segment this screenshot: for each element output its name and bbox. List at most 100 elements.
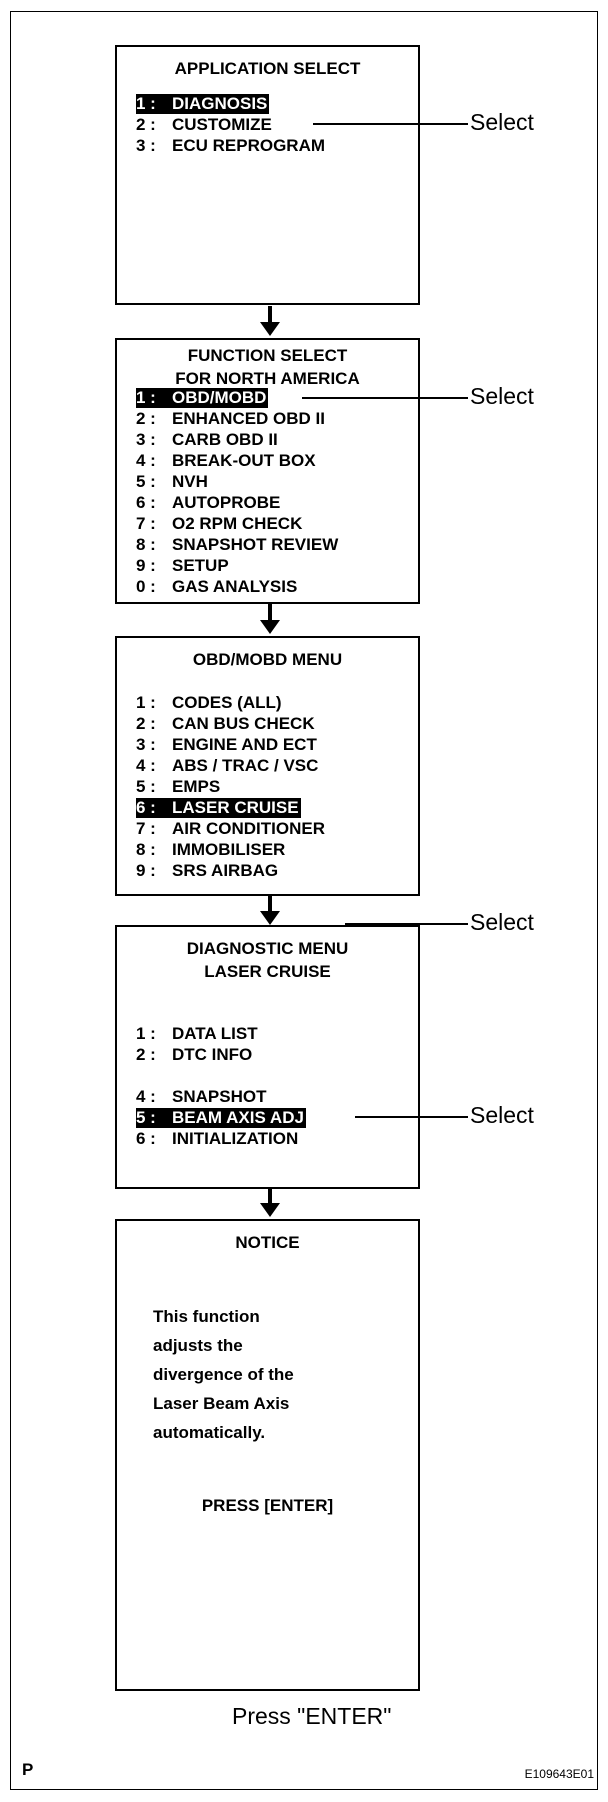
menu-item-immobiliser[interactable]: 8 : IMMOBILISER xyxy=(136,840,285,860)
item-label: DATA LIST xyxy=(172,1024,258,1043)
screen-subtitle: LASER CRUISE xyxy=(204,962,331,981)
select-callout: Select xyxy=(470,909,534,935)
down-arrow-icon xyxy=(260,1187,280,1217)
menu-item-snapshot-review[interactable]: 8 : SNAPSHOT REVIEW xyxy=(136,535,338,555)
menu-item-air-conditioner[interactable]: 7 : AIR CONDITIONER xyxy=(136,819,325,839)
notice-line: Laser Beam Axis xyxy=(153,1394,290,1413)
menu-item-emps[interactable]: 5 : EMPS xyxy=(136,777,220,797)
menu-item-break-out-box[interactable]: 4 : BREAK-OUT BOX xyxy=(136,451,316,471)
figure-id: E109643E01 xyxy=(524,1767,594,1781)
screen-title: FUNCTION SELECT xyxy=(187,346,348,365)
item-number: 1 : xyxy=(136,388,156,407)
item-number: 2 : xyxy=(136,1045,156,1064)
item-number: 5 : xyxy=(136,472,156,491)
item-number: 9 : xyxy=(136,861,156,880)
item-number: 9 : xyxy=(136,556,156,575)
menu-item-nvh[interactable]: 5 : NVH xyxy=(136,472,208,492)
menu-item-snapshot[interactable]: 4 :SNAPSHOT xyxy=(136,1087,266,1107)
item-label: CUSTOMIZE xyxy=(172,115,272,134)
item-label: BEAM AXIS ADJ xyxy=(172,1108,304,1127)
menu-item-ecu-reprogram[interactable]: 3 : ECU REPROGRAM xyxy=(136,136,325,156)
menu-item-obd-mobd[interactable]: 1 : OBD/MOBD xyxy=(136,388,269,408)
menu-item-diagnosis[interactable]: 1 : DIAGNOSIS xyxy=(136,94,270,114)
item-label: AUTOPROBE xyxy=(172,493,281,512)
item-label: GAS ANALYSIS xyxy=(172,577,298,596)
menu-item-data-list[interactable]: 1 :DATA LIST xyxy=(136,1024,258,1044)
item-number: 1 : xyxy=(136,94,156,113)
press-enter-prompt[interactable]: PRESS [ENTER] xyxy=(201,1496,334,1515)
notice-screen: NOTICE This function adjusts the diverge… xyxy=(115,1219,420,1691)
item-number: 5 : xyxy=(136,777,156,796)
screen-subtitle: FOR NORTH AMERICA xyxy=(175,369,360,388)
menu-item-carb-obd[interactable]: 3 : CARB OBD II xyxy=(136,430,278,450)
menu-item-beam-axis-adj[interactable]: 5 :BEAM AXIS ADJ xyxy=(136,1108,306,1128)
item-number: 3 : xyxy=(136,735,156,754)
item-label: NVH xyxy=(172,472,208,491)
item-number: 7 : xyxy=(136,819,156,838)
item-label: DIAGNOSIS xyxy=(172,94,268,113)
menu-item-o2-rpm-check[interactable]: 7 : O2 RPM CHECK xyxy=(136,514,302,534)
notice-line: This function xyxy=(153,1307,260,1326)
item-number: 3 : xyxy=(136,430,156,449)
diagnostic-menu-screen: DIAGNOSTIC MENU LASER CRUISE 1 :DATA LIS… xyxy=(115,925,420,1189)
menu-item-autoprobe[interactable]: 6 :AUTOPROBE xyxy=(136,493,280,513)
menu-item-laser-cruise[interactable]: 6 : LASER CRUISE xyxy=(136,798,301,818)
menu-item-initialization[interactable]: 6 :INITIALIZATION xyxy=(136,1129,298,1149)
screen-title: OBD/MOBD MENU xyxy=(192,650,343,669)
notice-line: automatically. xyxy=(153,1423,266,1442)
item-number: 6 : xyxy=(136,1129,156,1148)
item-number: 7 : xyxy=(136,514,156,533)
select-callout: Select xyxy=(470,1102,534,1128)
item-number: 8 : xyxy=(136,840,156,859)
item-label: DTC INFO xyxy=(172,1045,253,1064)
item-label: SRS AIRBAG xyxy=(172,861,279,880)
item-label: IMMOBILISER xyxy=(172,840,286,859)
item-label: O2 RPM CHECK xyxy=(172,514,303,533)
item-label: ENGINE AND ECT xyxy=(172,735,317,754)
item-label: LASER CRUISE xyxy=(172,798,299,817)
down-arrow-icon xyxy=(260,306,280,336)
item-label: EMPS xyxy=(172,777,221,796)
item-number: 3 : xyxy=(136,136,156,155)
callout-leader-line xyxy=(355,1116,468,1118)
item-number: 8 : xyxy=(136,535,156,554)
menu-item-gas-analysis[interactable]: 0 : GAS ANALYSIS xyxy=(136,577,297,597)
menu-item-srs-airbag[interactable]: 9 : SRS AIRBAG xyxy=(136,861,278,881)
item-number: 4 : xyxy=(136,756,156,775)
select-callout: Select xyxy=(470,109,534,135)
press-enter-caption: Press "ENTER" xyxy=(232,1703,392,1729)
item-number: 6 : xyxy=(136,798,156,817)
item-label: SETUP xyxy=(172,556,229,575)
item-label: CARB OBD II xyxy=(172,430,278,449)
menu-item-setup[interactable]: 9 : SETUP xyxy=(136,556,229,576)
menu-item-engine-and-ect[interactable]: 3 : ENGINE AND ECT xyxy=(136,735,317,755)
notice-line: divergence of the xyxy=(153,1365,294,1384)
item-number: 1 : xyxy=(136,693,156,712)
item-label: AIR CONDITIONER xyxy=(172,819,325,838)
item-label: ABS / TRAC / VSC xyxy=(172,756,319,775)
application-select-screen: APPLICATION SELECT 1 :DIAGNOSIS 2 :CUSTO… xyxy=(115,45,420,305)
item-label: SNAPSHOT REVIEW xyxy=(172,535,339,554)
item-number: 0 : xyxy=(136,577,156,596)
menu-item-customize[interactable]: 2 :CUSTOMIZE xyxy=(136,115,272,135)
notice-line: adjusts the xyxy=(153,1336,243,1355)
menu-item-abs-trac-vsc[interactable]: 4 : ABS / TRAC / VSC xyxy=(136,756,318,776)
menu-item-can-bus-check[interactable]: 2 : CAN BUS CHECK xyxy=(136,714,315,734)
item-label: BREAK-OUT BOX xyxy=(172,451,316,470)
menu-item-codes-all[interactable]: 1 :CODES (ALL) xyxy=(136,693,282,713)
item-label: CAN BUS CHECK xyxy=(172,714,315,733)
item-label: ENHANCED OBD II xyxy=(172,409,326,428)
menu-item-dtc-info[interactable]: 2 : DTC INFO xyxy=(136,1045,252,1065)
item-label: OBD/MOBD xyxy=(172,388,267,407)
figure-frame xyxy=(10,11,598,1790)
item-number: 4 : xyxy=(136,451,156,470)
item-number: 4 : xyxy=(136,1087,156,1106)
menu-item-enhanced-obd[interactable]: 2 :ENHANCED OBD II xyxy=(136,409,325,429)
item-number: 2 : xyxy=(136,714,156,733)
item-label: ECU REPROGRAM xyxy=(172,136,326,155)
footer-section-letter: P xyxy=(22,1760,34,1779)
callout-leader-line xyxy=(302,397,468,399)
obd-mobd-menu-screen: OBD/MOBD MENU 1 :CODES (ALL) 2 : CAN BUS … xyxy=(115,636,420,896)
callout-leader-line xyxy=(345,923,468,925)
callout-leader-line xyxy=(313,123,468,125)
